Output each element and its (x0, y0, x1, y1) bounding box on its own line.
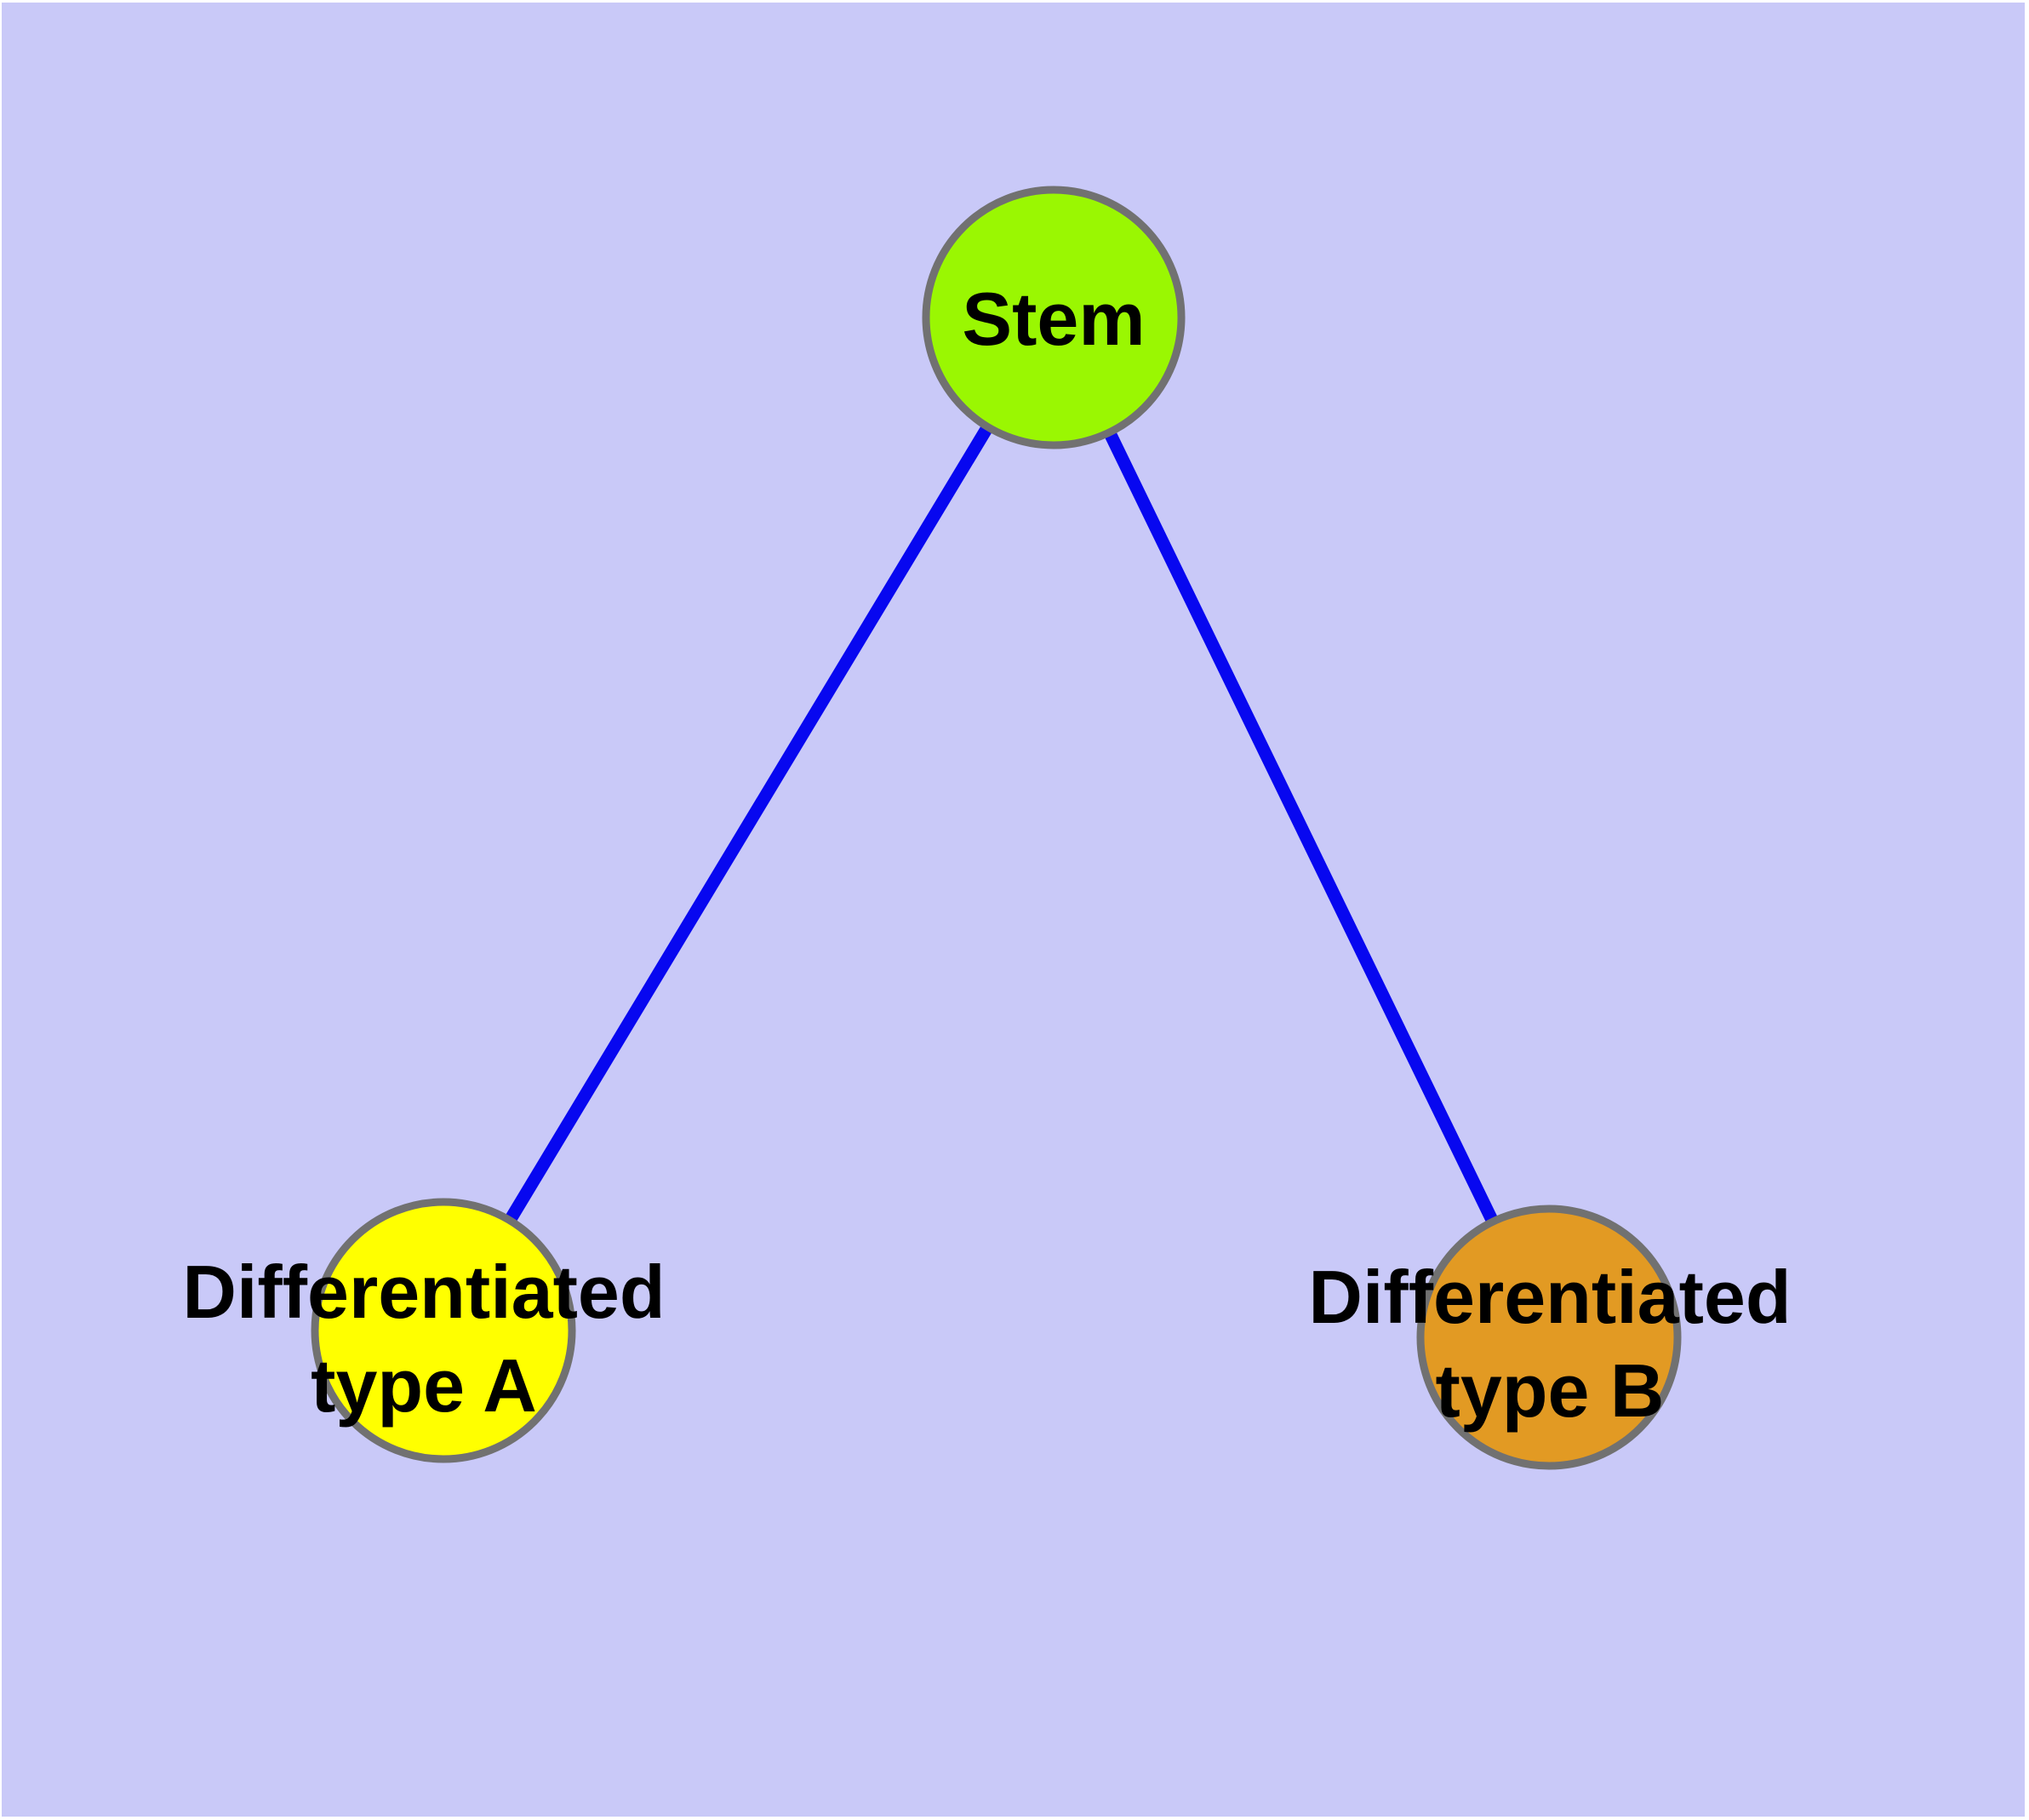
node-type-a-label-line2: type A (311, 1343, 537, 1428)
node-type-b-circle (1416, 1205, 1682, 1470)
node-type-b-label-line1: Differentiated (1308, 1255, 1791, 1339)
edge-stem-to-type-a (437, 314, 1060, 1334)
node-type-a-circle (311, 1198, 576, 1463)
node-stem-label: Stem (962, 277, 1145, 361)
node-stem-circle (922, 186, 1186, 449)
edge-stem-to-type-b (1048, 314, 1555, 1341)
node-type-a-label-line1: Differentiated (182, 1250, 665, 1334)
node-type-b-label-line2: type B (1436, 1348, 1665, 1433)
